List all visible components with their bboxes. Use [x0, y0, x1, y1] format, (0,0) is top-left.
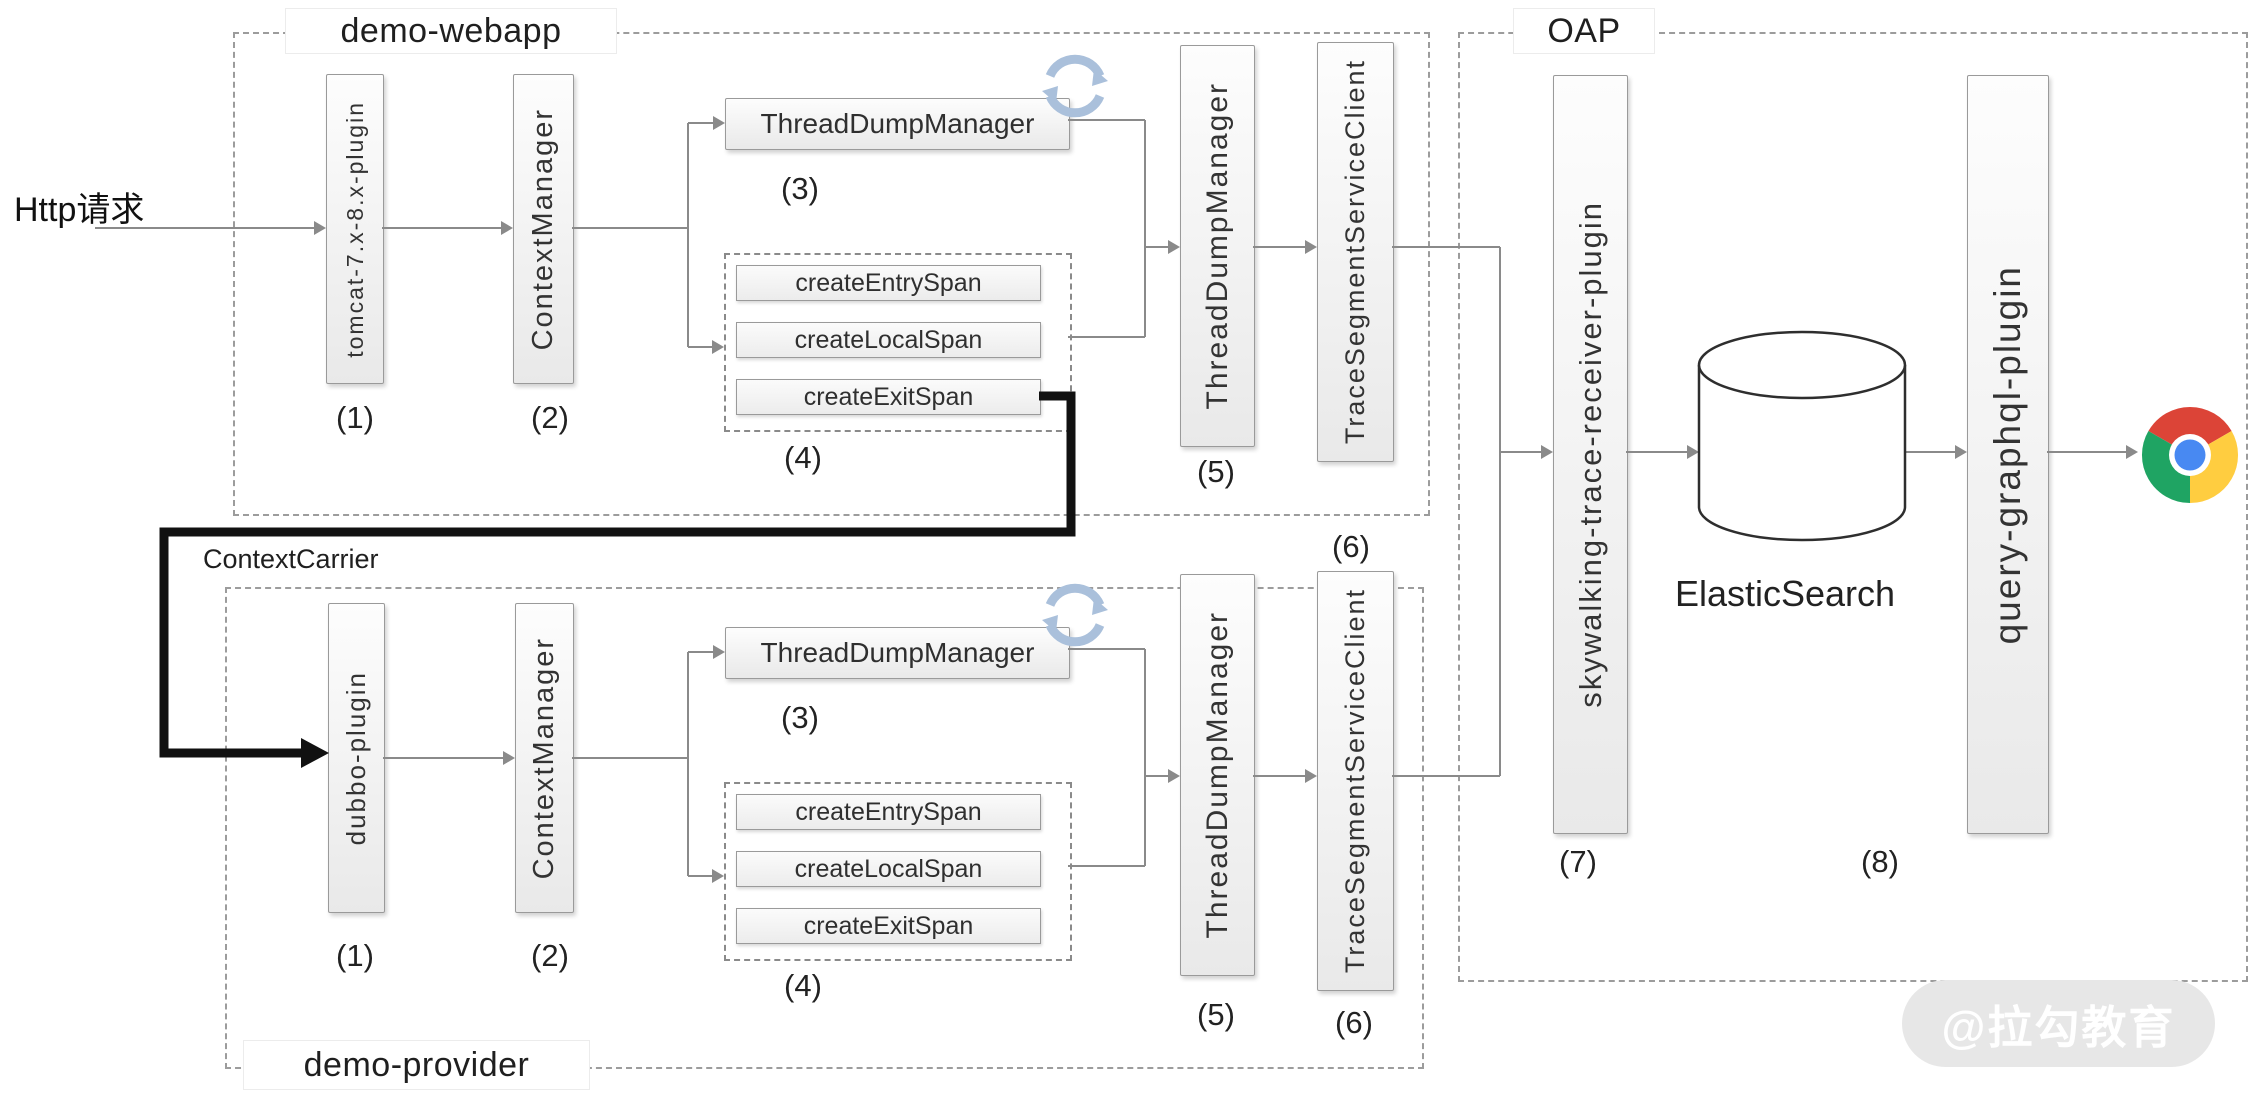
step-4-bottom: (4) — [784, 968, 822, 1003]
thread-dump-manager-3-text-top: ThreadDumpManager — [760, 108, 1035, 139]
create-exit-span-text-bottom: createExitSpan — [803, 911, 974, 940]
step-2-top: (2) — [531, 400, 569, 435]
trace-segment-client-text-top: TraceSegmentServiceClient — [1340, 59, 1370, 445]
node-context-manager-top: ContextManager — [513, 74, 574, 384]
step-1-bottom: (1) — [336, 938, 374, 973]
thread-dump-manager-5-text-top: ThreadDumpManager — [1200, 82, 1234, 410]
node-skywalking-receiver: skywalking-trace-receiver-plugin — [1553, 75, 1628, 834]
step-2-bottom: (2) — [531, 938, 569, 973]
node-query-graphql: query-graphql-plugin — [1967, 75, 2049, 834]
node-tomcat-plugin: tomcat-7.x-8.x-plugin — [326, 74, 384, 384]
node-thread-dump-manager-3-top: ThreadDumpManager — [725, 98, 1070, 150]
node-thread-dump-manager-3-bottom: ThreadDumpManager — [725, 627, 1070, 679]
span-create-exit-bottom: createExitSpan — [736, 908, 1041, 944]
demo-webapp-text: demo-webapp — [340, 11, 562, 50]
group-label-demo-provider: demo-provider — [243, 1040, 590, 1090]
create-exit-span-text-top: createExitSpan — [803, 382, 974, 411]
node-trace-segment-client-top: TraceSegmentServiceClient — [1317, 42, 1394, 462]
span-create-exit-top: createExitSpan — [736, 379, 1041, 415]
group-label-oap: OAP — [1513, 8, 1655, 54]
step-5-bottom: (5) — [1197, 997, 1235, 1032]
step-4-top: (4) — [784, 440, 822, 475]
create-entry-span-text-top: createEntrySpan — [795, 268, 982, 297]
step-1-top: (1) — [336, 400, 374, 435]
query-graphql-text: query-graphql-plugin — [1987, 264, 2028, 645]
step-6-bottom: (6) — [1335, 1005, 1373, 1040]
span-create-local-bottom: createLocalSpan — [736, 851, 1041, 887]
create-local-span-text-bottom: createLocalSpan — [794, 854, 983, 883]
step-5-top: (5) — [1197, 454, 1235, 489]
node-thread-dump-manager-5-bottom: ThreadDumpManager — [1180, 574, 1255, 976]
span-create-entry-top: createEntrySpan — [736, 265, 1041, 301]
skywalking-receiver-text: skywalking-trace-receiver-plugin — [1572, 201, 1608, 708]
create-local-span-text-top: createLocalSpan — [794, 325, 983, 354]
create-entry-span-text-bottom: createEntrySpan — [795, 797, 982, 826]
node-thread-dump-manager-5-top: ThreadDumpManager — [1180, 45, 1255, 447]
thread-dump-manager-5-text-bottom: ThreadDumpManager — [1200, 611, 1234, 939]
span-group-bottom — [724, 782, 1072, 961]
oap-text: OAP — [1547, 11, 1621, 50]
http-request-label: Http请求 — [14, 191, 145, 229]
span-create-entry-bottom: createEntrySpan — [736, 794, 1041, 830]
span-create-local-top: createLocalSpan — [736, 322, 1041, 358]
group-label-demo-webapp: demo-webapp — [285, 8, 617, 54]
context-manager-text-bottom: ContextManager — [528, 636, 560, 880]
demo-provider-text: demo-provider — [303, 1045, 530, 1084]
watermark-badge: @拉勾教育 — [1902, 980, 2215, 1067]
node-trace-segment-client-bottom: TraceSegmentServiceClient — [1317, 571, 1394, 991]
step-3-bottom: (3) — [781, 700, 819, 735]
context-carrier-label: ContextCarrier — [203, 544, 379, 574]
thread-dump-manager-3-text-bottom: ThreadDumpManager — [760, 637, 1035, 668]
elasticsearch-label: ElasticSearch — [1674, 573, 1896, 614]
node-dubbo-plugin: dubbo-plugin — [328, 603, 385, 913]
step-3-top: (3) — [781, 171, 819, 206]
step-7: (7) — [1559, 844, 1597, 879]
step-8: (8) — [1861, 844, 1899, 879]
node-context-manager-bottom: ContextManager — [515, 603, 574, 913]
step-6-top: (6) — [1332, 529, 1370, 564]
context-manager-text-top: ContextManager — [527, 107, 559, 351]
dubbo-plugin-text: dubbo-plugin — [341, 670, 371, 846]
tomcat-plugin-text: tomcat-7.x-8.x-plugin — [341, 100, 368, 358]
trace-segment-client-text-bottom: TraceSegmentServiceClient — [1340, 588, 1370, 974]
